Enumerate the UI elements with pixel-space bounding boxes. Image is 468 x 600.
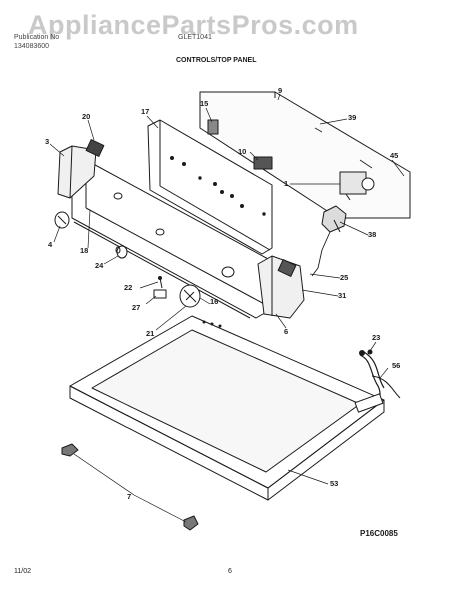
knob-4: [54, 211, 70, 229]
hinge-left: [61, 443, 79, 457]
callout-45: 45: [390, 151, 399, 160]
callout-20: 20: [82, 112, 91, 121]
diagram-code: P16C0085: [360, 529, 398, 538]
watermark: AppliancePartsPros.com: [28, 10, 359, 40]
wire-harness: [354, 349, 401, 413]
callout-7: 7: [127, 492, 132, 501]
publication-number: 134083600: [14, 43, 50, 50]
leader-lines: [49, 93, 405, 523]
clip-15: [207, 119, 219, 135]
console-frame: [147, 119, 273, 255]
callout-10: 10: [238, 147, 247, 156]
callout-16: 16: [210, 297, 219, 306]
callout-18: 18: [80, 246, 89, 255]
callout-38: 38: [368, 230, 377, 239]
callout-31: 31: [338, 291, 347, 300]
callout-56: 56: [392, 361, 401, 370]
switch: [321, 205, 347, 233]
knob-24: [115, 245, 128, 259]
callout-25: 25: [340, 273, 349, 282]
page-number: 6: [228, 568, 232, 575]
right-end-cap: [257, 255, 305, 319]
callout-39: 39: [348, 113, 357, 122]
callout-3: 3: [45, 137, 50, 146]
left-end-cap: [57, 139, 105, 199]
footer-date: 11/02: [14, 568, 31, 575]
callout-1: 1: [284, 179, 289, 188]
callout-27: 27: [132, 303, 141, 312]
callout-53: 53: [330, 479, 339, 488]
knob-21: [179, 284, 201, 308]
clip-27: [153, 289, 167, 299]
callout-9: 9: [278, 86, 283, 95]
hinge-right: [183, 515, 199, 531]
screw-22: [158, 276, 163, 289]
callout-4: 4: [48, 240, 53, 249]
page-title: CONTROLS/TOP PANEL: [176, 57, 257, 64]
callout-24: 24: [95, 261, 104, 270]
callout-22: 22: [124, 283, 133, 292]
callout-21: 21: [146, 329, 155, 338]
callout-6: 6: [284, 327, 289, 336]
timer: [339, 171, 375, 201]
callout-23: 23: [372, 333, 381, 342]
callout-15: 15: [200, 99, 209, 108]
callout-17: 17: [141, 107, 150, 116]
publication-label: Publication No: [14, 34, 60, 41]
model-number: GLET1041: [178, 34, 212, 41]
switch-10: [253, 156, 273, 170]
top-panel: [69, 315, 385, 501]
